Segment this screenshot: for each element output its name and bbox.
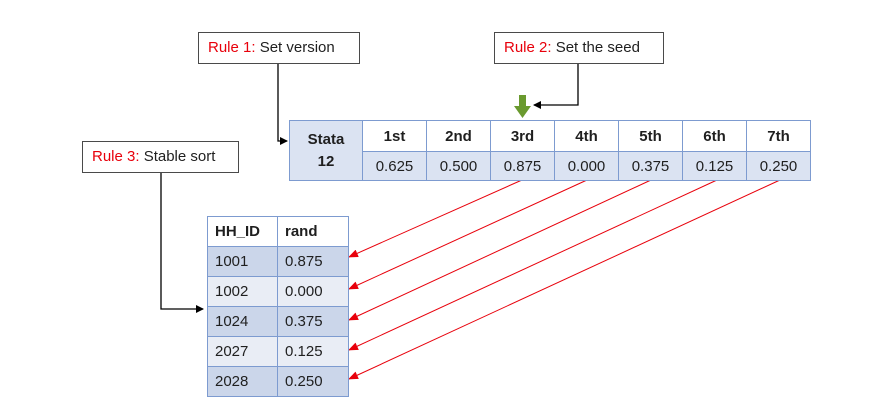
rule2-tag: Rule 2: xyxy=(504,39,552,56)
rule1-box: Rule 1: Set version xyxy=(198,32,360,64)
rule2-box: Rule 2: Set the seed xyxy=(494,32,664,64)
rand-header: rand xyxy=(277,216,349,247)
order-header: 2nd xyxy=(426,120,491,152)
rand-cell: 0.375 xyxy=(277,306,349,337)
rule3-box: Rule 3: Stable sort xyxy=(82,141,239,173)
map-arrow-5th xyxy=(348,179,652,321)
table-row: 2028 0.250 xyxy=(207,366,349,397)
table-row: 1024 0.375 xyxy=(207,306,349,337)
rule1-tag: Rule 1: xyxy=(208,39,256,56)
random-value: 0.000 xyxy=(554,151,619,181)
random-value: 0.250 xyxy=(746,151,811,181)
map-arrow-4th xyxy=(348,179,588,290)
hh-id-cell: 2027 xyxy=(207,336,278,367)
hh-id-cell: 1002 xyxy=(207,276,278,307)
order-header: 4th xyxy=(554,120,619,152)
table-row: 1001 0.875 xyxy=(207,246,349,277)
order-header: 1st xyxy=(362,120,427,152)
random-value: 0.125 xyxy=(682,151,747,181)
stata-label: Stata xyxy=(307,130,345,148)
map-arrow-6th xyxy=(348,179,718,351)
map-arrow-3rd xyxy=(348,179,523,258)
household-table: HH_ID rand 1001 0.875 1002 0.000 1024 0.… xyxy=(207,216,349,397)
hh-id-header: HH_ID xyxy=(207,216,278,247)
stata-random-sequence-table: Stata 12 1st 2nd 3rd 4th 5th 6th 7th 0.6… xyxy=(289,120,811,181)
map-arrow-7th xyxy=(348,179,781,380)
rule3-connector xyxy=(160,171,204,313)
order-header: 6th xyxy=(682,120,747,152)
rule3-tag: Rule 3: xyxy=(92,148,140,165)
rule1-connector xyxy=(277,62,288,145)
rule2-text: Set the seed xyxy=(555,39,640,56)
rule3-text: Stable sort xyxy=(143,148,216,165)
hh-id-cell: 2028 xyxy=(207,366,278,397)
mapping-arrows xyxy=(348,179,781,380)
rand-cell: 0.875 xyxy=(277,246,349,277)
random-value: 0.375 xyxy=(618,151,683,181)
random-value: 0.875 xyxy=(490,151,555,181)
rand-cell: 0.000 xyxy=(277,276,349,307)
stata-version: 12 xyxy=(317,152,335,170)
order-header: 7th xyxy=(746,120,811,152)
rand-cell: 0.125 xyxy=(277,336,349,367)
table-row: 1002 0.000 xyxy=(207,276,349,307)
stata-version-cell: Stata 12 xyxy=(289,120,363,181)
rule1-text: Set version xyxy=(259,39,335,56)
hh-id-cell: 1001 xyxy=(207,246,278,277)
hh-id-cell: 1024 xyxy=(207,306,278,337)
seed-arrow xyxy=(514,95,531,118)
table-row: 2027 0.125 xyxy=(207,336,349,367)
random-value: 0.625 xyxy=(362,151,427,181)
random-value: 0.500 xyxy=(426,151,491,181)
order-header: 3rd xyxy=(490,120,555,152)
order-header: 5th xyxy=(618,120,683,152)
rand-cell: 0.250 xyxy=(277,366,349,397)
rule2-connector xyxy=(533,62,579,109)
